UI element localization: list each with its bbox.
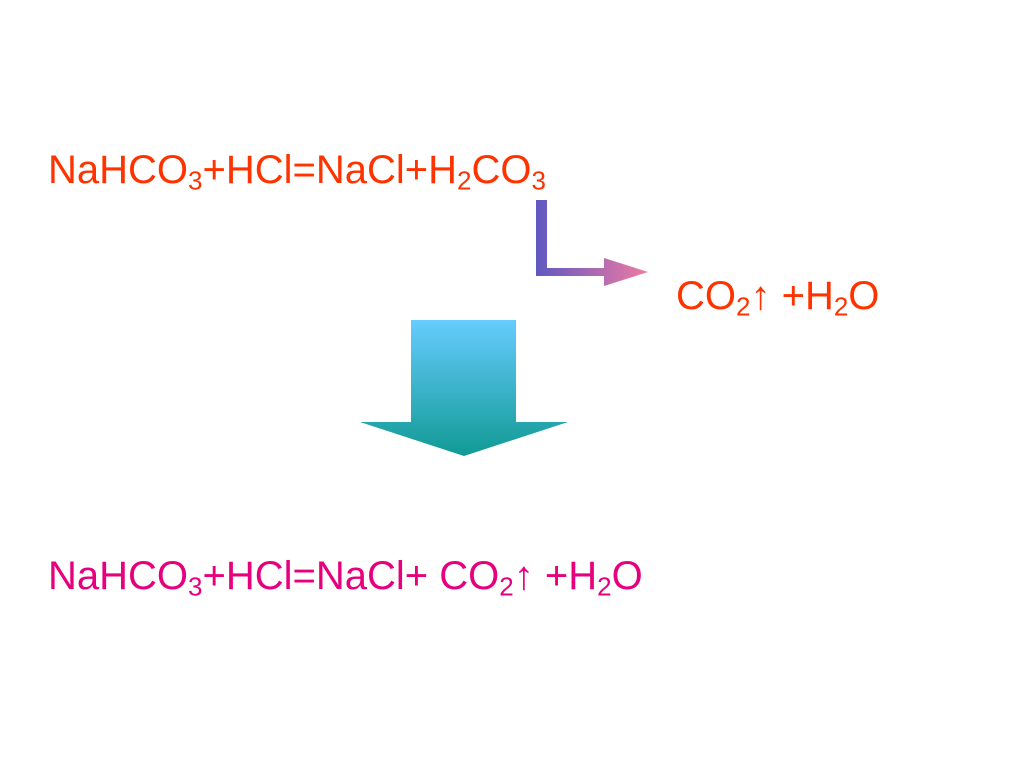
eq1-subscript: 2	[457, 165, 472, 196]
eq3-subscript: 2	[499, 571, 514, 602]
eq3-part: O	[611, 554, 643, 598]
decomposition-products: CO2↑ +H2O	[676, 274, 880, 320]
eq1-subscript: 3	[188, 165, 203, 196]
eq2-part: CO	[676, 274, 736, 318]
eq3-part: NaHCO	[48, 554, 189, 598]
eq3-part: ↑ +H	[513, 554, 598, 598]
reaction-equation: NaHCO3+HCl=NaCl+H2CO3	[48, 148, 546, 194]
eq3-subscript: 2	[597, 571, 612, 602]
bent-right-arrow-icon	[536, 200, 648, 286]
eq2-subscript: 2	[736, 291, 751, 322]
eq1-part: NaHCO	[48, 148, 189, 192]
eq3-subscript: 3	[188, 571, 203, 602]
eq2-part: ↑ +H	[750, 274, 834, 318]
eq3-part: +HCl=NaCl+ CO	[202, 554, 500, 598]
eq1-part: CO	[471, 148, 532, 192]
eq2-subscript: 2	[833, 291, 849, 322]
eq1-subscript: 3	[531, 165, 546, 196]
eq1-part: +HCl=NaCl+H	[202, 148, 458, 192]
eq2-part: O	[848, 274, 880, 318]
final-equation: NaHCO3+HCl=NaCl+ CO2↑ +H2O	[48, 554, 643, 600]
down-block-arrow-icon	[360, 320, 568, 456]
